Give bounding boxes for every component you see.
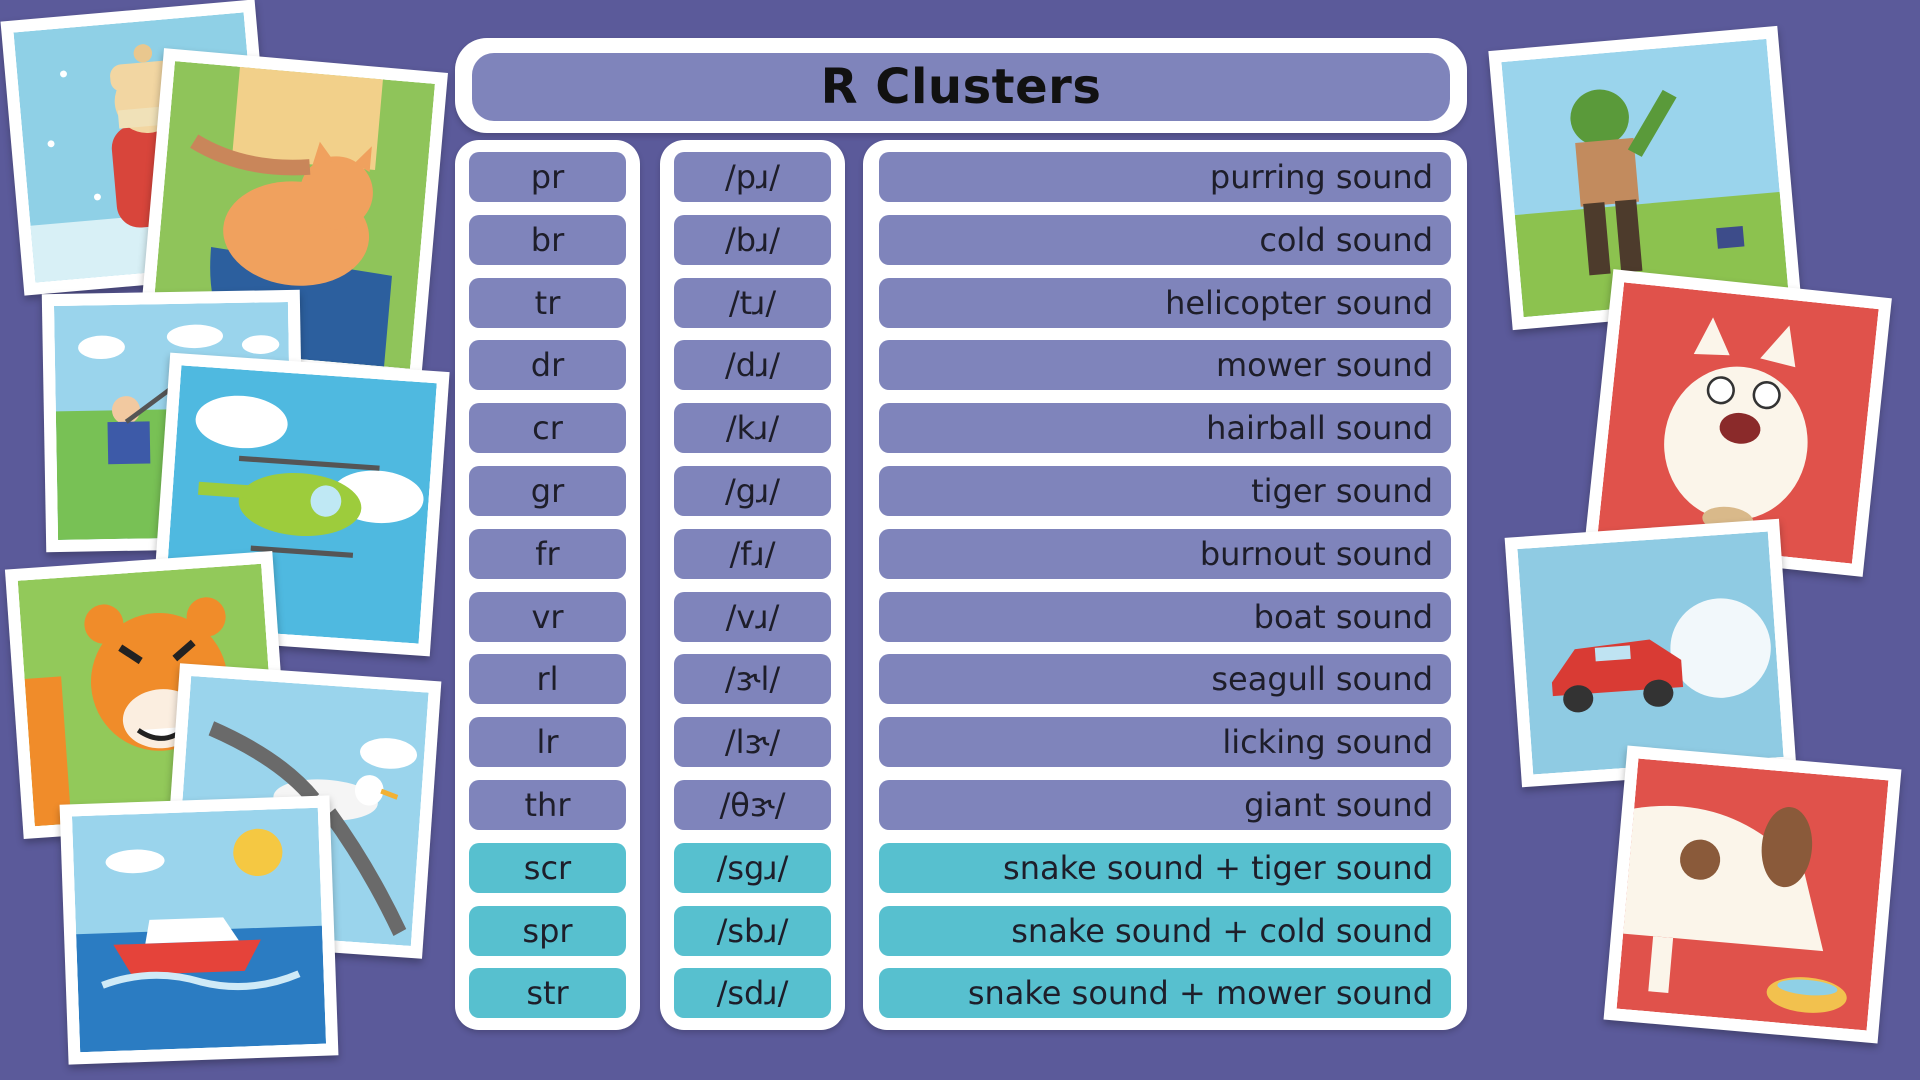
sound-cell: snake sound + tiger sound [879, 842, 1451, 893]
cluster-column: pr br tr dr cr gr fr vr rl lr thr scr spr str [455, 140, 640, 1030]
speedboat-icon [71, 807, 327, 1053]
sound-cell: giant sound [879, 780, 1451, 830]
cluster-cell: spr [469, 905, 626, 956]
cluster-cell: scr [469, 842, 626, 893]
ipa-cell: /sbɹ/ [674, 905, 831, 956]
ipa-cell: /sgɹ/ [674, 842, 831, 893]
ipa-cell: /ɝl/ [674, 654, 831, 705]
licking-dog-card [1603, 745, 1902, 1044]
cluster-cell: fr [469, 528, 626, 579]
cluster-cell: cr [469, 403, 626, 454]
ipa-column: /pɹ/ /bɹ/ /tɹ/ /dɹ/ /kɹ/ /gɹ/ /fɹ/ /vɹ/ /ɝl/ /lɝ/… [660, 140, 845, 1030]
title-bar: R Clusters [472, 53, 1450, 121]
sound-cell: tiger sound [879, 466, 1451, 516]
ipa-cell: /vɹ/ [674, 591, 831, 642]
title-panel: R Clusters [455, 38, 1467, 133]
ipa-cell: /bɹ/ [674, 214, 831, 265]
sound-cell: boat sound [879, 591, 1451, 642]
cluster-cell: vr [469, 591, 626, 642]
burnout-car-card [1504, 518, 1797, 788]
ipa-cell: /gɹ/ [674, 466, 831, 516]
ipa-cell: /sdɹ/ [674, 968, 831, 1019]
ipa-cell: /lɝ/ [674, 717, 831, 768]
cluster-cell: gr [469, 466, 626, 516]
boat-card [59, 795, 339, 1065]
sound-cell: seagull sound [879, 654, 1451, 705]
ipa-cell: /pɹ/ [674, 152, 831, 202]
sound-cell: licking sound [879, 717, 1451, 768]
sound-cell: hairball sound [879, 403, 1451, 454]
car-burnout-icon [1517, 531, 1784, 775]
ipa-cell: /dɹ/ [674, 340, 831, 391]
sound-cell: snake sound + mower sound [879, 968, 1451, 1019]
cluster-cell: dr [469, 340, 626, 391]
sound-cell: purring sound [879, 152, 1451, 202]
ipa-cell: /kɹ/ [674, 403, 831, 454]
ipa-cell: /θɝ/ [674, 780, 831, 830]
cluster-cell: br [469, 214, 626, 265]
sound-cell: mower sound [879, 340, 1451, 391]
cluster-cell: tr [469, 277, 626, 328]
sound-cell: cold sound [879, 214, 1451, 265]
dog-drinking-icon [1616, 758, 1889, 1031]
ipa-cell: /tɹ/ [674, 277, 831, 328]
cluster-cell: pr [469, 152, 626, 202]
cluster-cell: str [469, 968, 626, 1019]
page-title: R Clusters [820, 59, 1102, 115]
sound-column: purring sound cold sound helicopter sound m… [863, 140, 1467, 1030]
giant-icon [1501, 38, 1789, 318]
hairball-cat-icon [1597, 282, 1879, 564]
cluster-cell: lr [469, 717, 626, 768]
ipa-cell: /fɹ/ [674, 528, 831, 579]
cluster-cell: rl [469, 654, 626, 705]
sound-cell: helicopter sound [879, 277, 1451, 328]
sound-cell: burnout sound [879, 528, 1451, 579]
hairball-cat-card [1584, 269, 1892, 577]
giant-card [1488, 25, 1802, 331]
cluster-cell: thr [469, 780, 626, 830]
sound-cell: snake sound + cold sound [879, 905, 1451, 956]
